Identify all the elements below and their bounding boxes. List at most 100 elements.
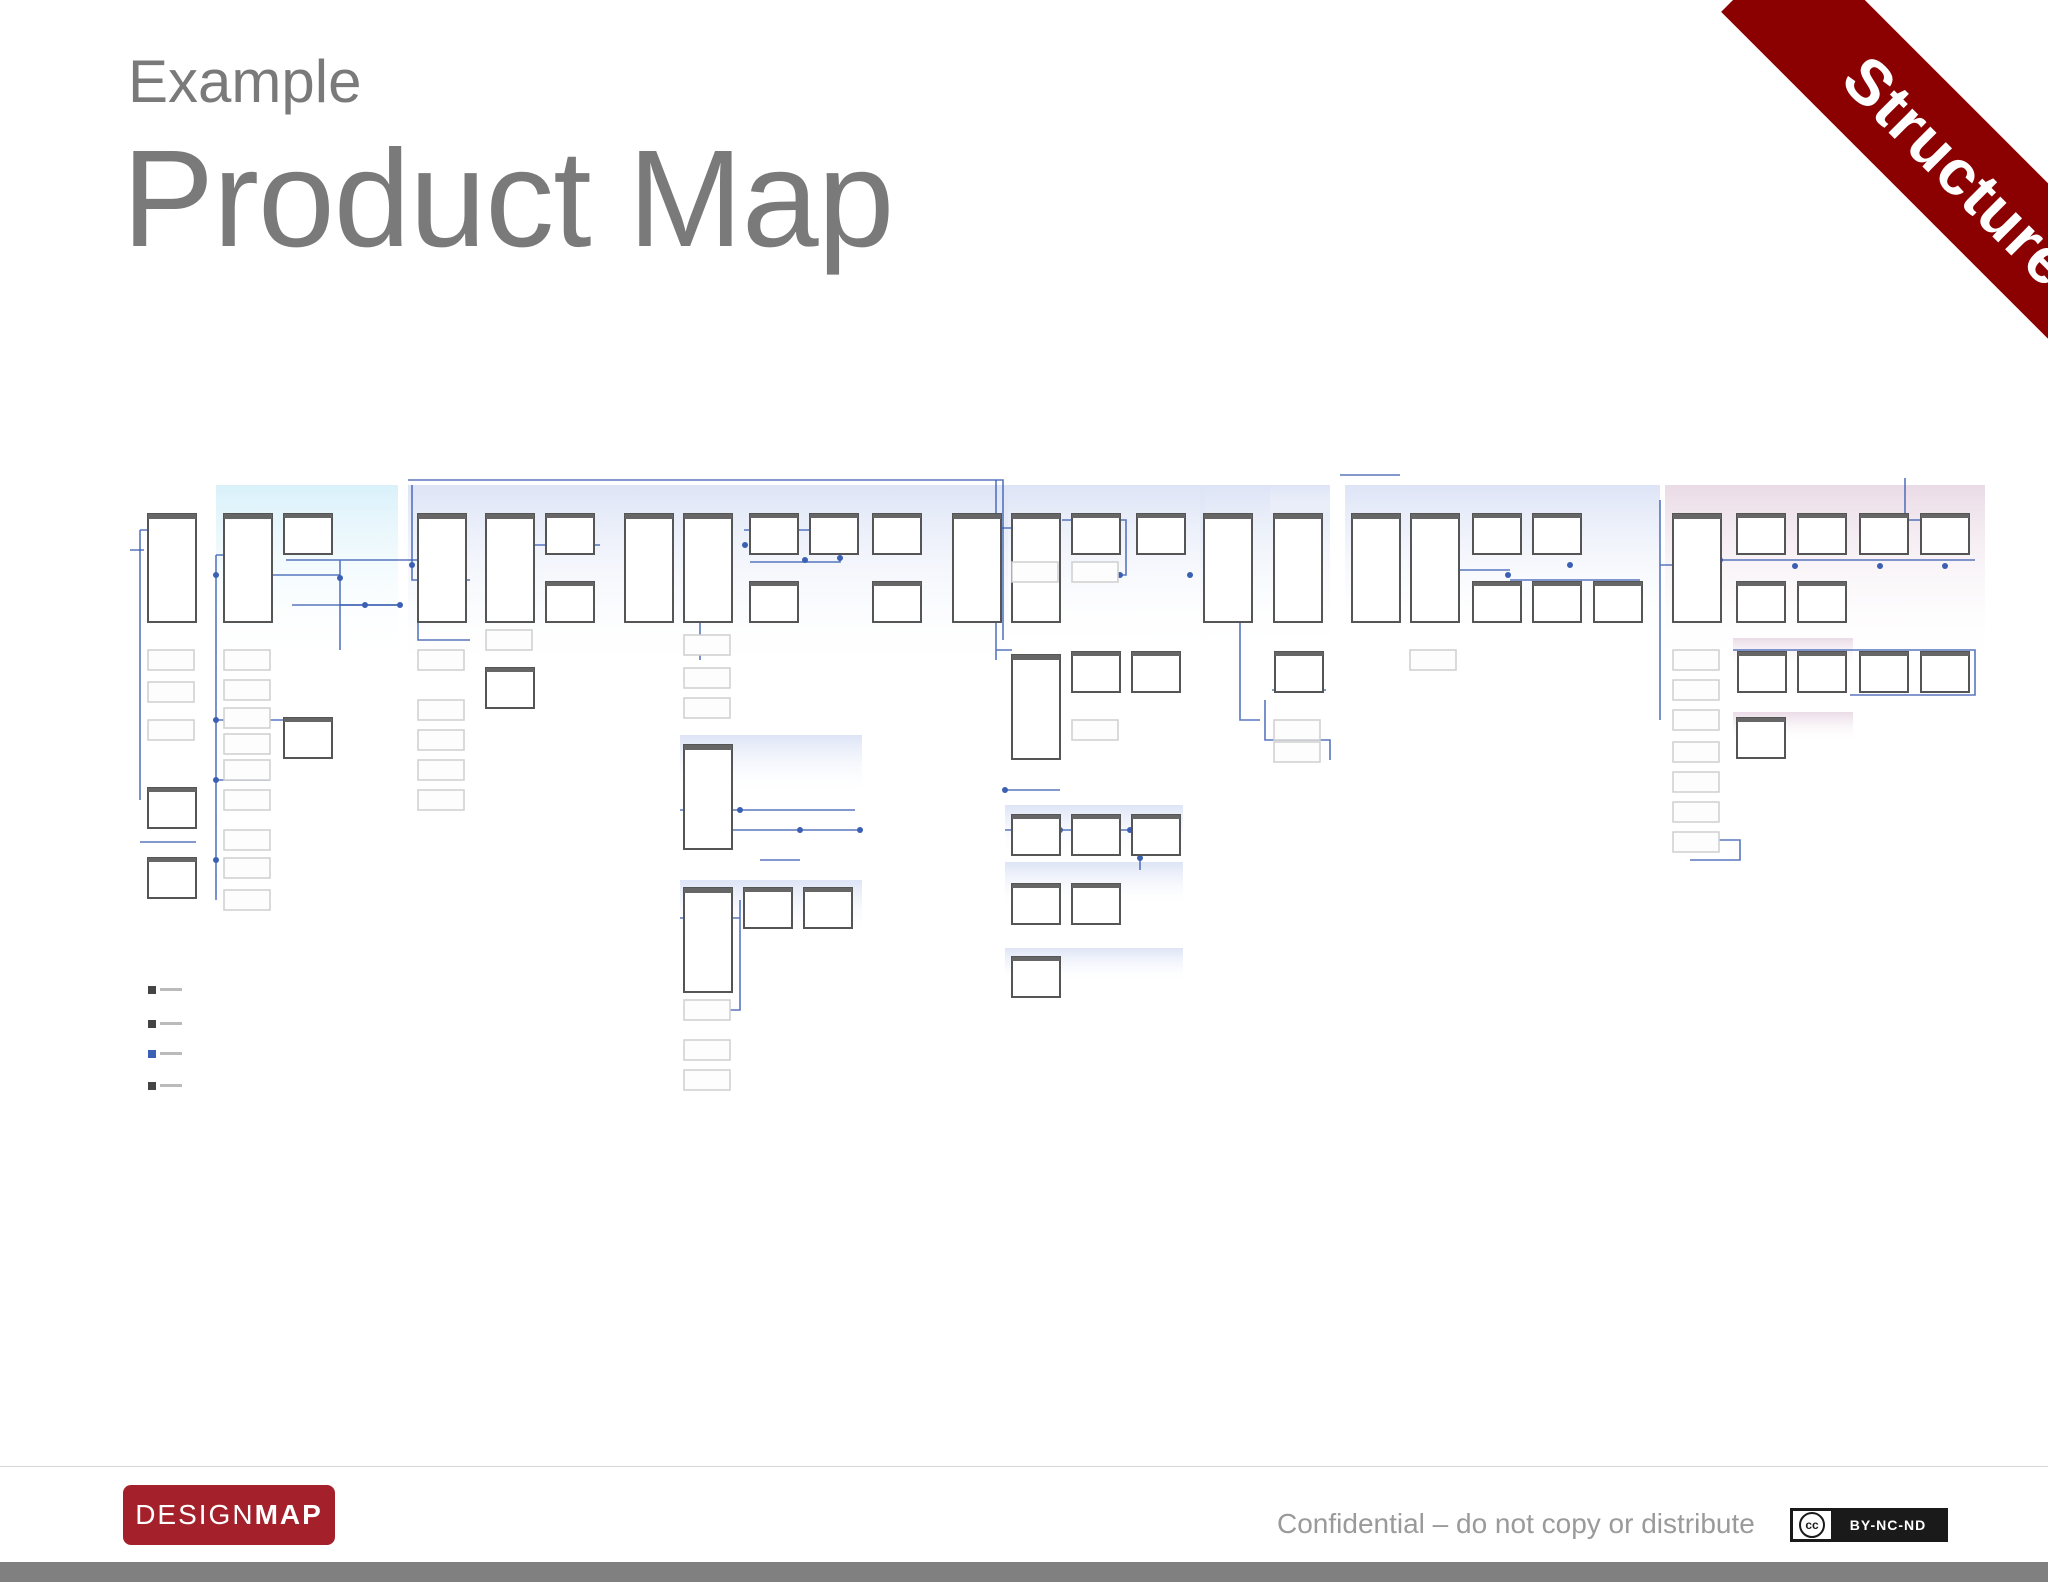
map-screen bbox=[1011, 883, 1061, 925]
map-screen-header bbox=[1352, 514, 1400, 519]
map-connector bbox=[1659, 500, 1673, 720]
map-note bbox=[683, 1039, 731, 1061]
map-screen-header bbox=[1533, 582, 1581, 586]
map-screen-header bbox=[1798, 582, 1846, 586]
map-screen bbox=[1737, 651, 1787, 693]
map-screen-header bbox=[750, 514, 798, 518]
map-junction-dot bbox=[797, 827, 803, 833]
map-screen-header bbox=[625, 514, 673, 519]
map-screen-header bbox=[873, 514, 921, 518]
legend-swatch bbox=[148, 1082, 156, 1090]
map-screen-header bbox=[148, 788, 196, 792]
map-junction-dot bbox=[737, 807, 743, 813]
map-screen bbox=[1736, 513, 1786, 555]
confidential-notice: Confidential – do not copy or distribute bbox=[1277, 1508, 1755, 1539]
map-junction-dot bbox=[1792, 563, 1798, 569]
map-screen-header bbox=[810, 514, 858, 518]
license-badge: cc BY-NC-ND bbox=[1790, 1508, 1948, 1542]
map-screen-header bbox=[148, 514, 196, 519]
map-screen bbox=[1011, 956, 1061, 998]
map-screen-header bbox=[1473, 582, 1521, 586]
map-screen bbox=[1797, 581, 1847, 623]
map-note bbox=[417, 649, 465, 671]
map-note bbox=[1672, 709, 1720, 731]
map-screen-header bbox=[1012, 957, 1060, 961]
license-text: BY-NC-ND bbox=[1849, 1517, 1927, 1533]
map-screen bbox=[803, 887, 853, 929]
map-screen bbox=[1672, 513, 1722, 623]
map-screen bbox=[872, 581, 922, 623]
map-note bbox=[683, 697, 731, 719]
map-screen bbox=[743, 887, 793, 929]
map-screen-header bbox=[804, 888, 852, 892]
map-note bbox=[1011, 561, 1059, 583]
map-screens bbox=[147, 513, 1970, 998]
map-screen bbox=[683, 513, 733, 623]
map-screen bbox=[952, 513, 1002, 623]
legend-swatch bbox=[148, 1050, 156, 1058]
map-screen bbox=[223, 513, 273, 623]
map-screen-header bbox=[1012, 884, 1060, 888]
map-junction-dot bbox=[1137, 855, 1143, 861]
map-screen-header bbox=[684, 745, 732, 750]
map-screen bbox=[1071, 814, 1121, 856]
map-screen bbox=[1472, 581, 1522, 623]
map-screen-header bbox=[1012, 815, 1060, 819]
map-screen bbox=[1131, 814, 1181, 856]
map-screen-header bbox=[284, 514, 332, 518]
map-junction-dot bbox=[1942, 563, 1948, 569]
map-screen bbox=[1071, 883, 1121, 925]
map-screen bbox=[1071, 651, 1121, 693]
map-screen-header bbox=[1533, 514, 1581, 518]
map-junction-dot bbox=[397, 602, 403, 608]
map-screen-header bbox=[418, 514, 466, 519]
map-screen bbox=[1011, 654, 1061, 760]
map-screen-header bbox=[1012, 655, 1060, 660]
map-screen-header bbox=[486, 514, 534, 519]
map-screen-header bbox=[1072, 884, 1120, 888]
map-screen-header bbox=[1274, 514, 1322, 519]
map-screen-header bbox=[1921, 652, 1969, 656]
map-note bbox=[223, 679, 271, 701]
map-screen bbox=[1920, 513, 1970, 555]
map-screen bbox=[417, 513, 467, 623]
map-note bbox=[223, 733, 271, 755]
legend-swatch bbox=[148, 986, 156, 994]
map-screen bbox=[1071, 513, 1121, 555]
map-note bbox=[147, 649, 195, 671]
map-screen bbox=[1797, 513, 1847, 555]
map-screen-header bbox=[1072, 514, 1120, 518]
map-screen-header bbox=[1798, 652, 1846, 656]
map-note bbox=[1273, 741, 1321, 763]
map-note bbox=[223, 759, 271, 781]
map-junction-dot bbox=[837, 555, 843, 561]
map-note bbox=[147, 719, 195, 741]
map-screen bbox=[283, 513, 333, 555]
map-screen-header bbox=[1737, 718, 1785, 722]
map-screen bbox=[545, 513, 595, 555]
map-note bbox=[417, 789, 465, 811]
map-screen bbox=[147, 513, 197, 623]
map-screen bbox=[809, 513, 859, 555]
map-note bbox=[683, 634, 731, 656]
map-screen bbox=[683, 887, 733, 993]
map-junction-dot bbox=[802, 557, 808, 563]
map-screen-header bbox=[1798, 514, 1846, 518]
map-screen-header bbox=[1204, 514, 1252, 519]
map-note bbox=[417, 729, 465, 751]
map-screen-header bbox=[1594, 582, 1642, 586]
map-screen-header bbox=[684, 888, 732, 893]
map-screen-header bbox=[546, 582, 594, 586]
map-screen bbox=[1351, 513, 1401, 623]
map-connector bbox=[1733, 649, 1976, 696]
map-screen-header bbox=[1411, 514, 1459, 519]
map-screen-header bbox=[1072, 815, 1120, 819]
map-junction-dot bbox=[409, 562, 415, 568]
map-screen-header bbox=[284, 718, 332, 722]
map-screen-header bbox=[1738, 652, 1786, 656]
map-screen bbox=[749, 513, 799, 555]
map-section bbox=[1270, 485, 1330, 515]
map-screen bbox=[1736, 581, 1786, 623]
slide-title: Product Map bbox=[122, 122, 894, 276]
